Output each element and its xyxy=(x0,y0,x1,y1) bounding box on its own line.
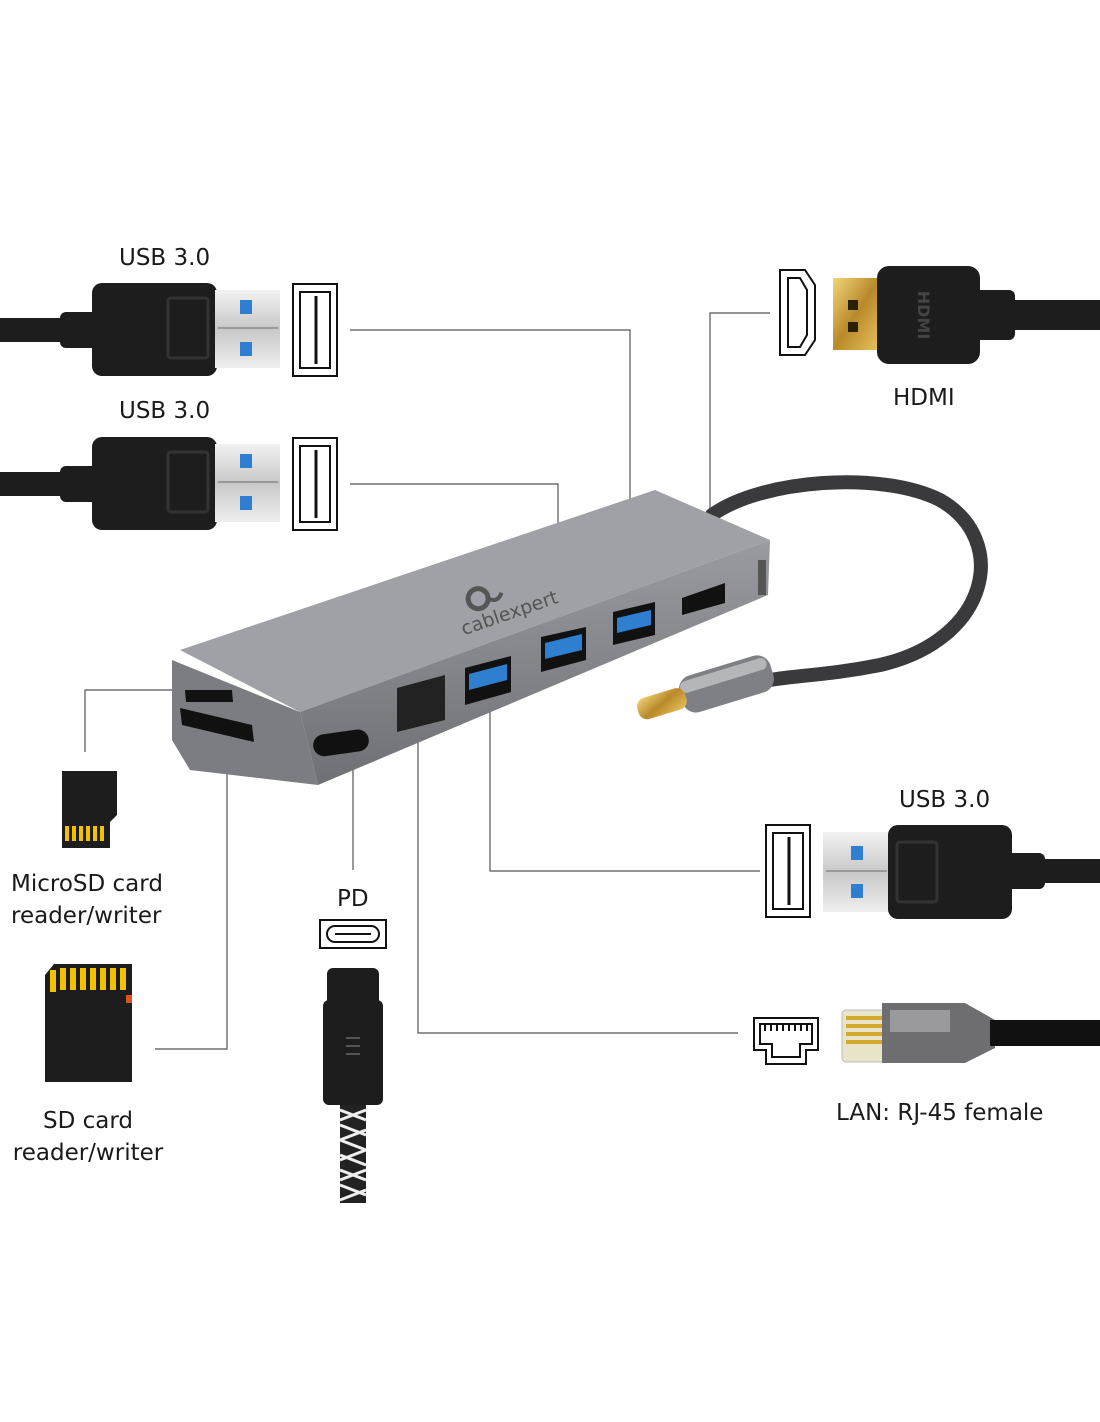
usb-c-port-on-hub xyxy=(313,729,369,757)
leader-hdmi xyxy=(709,312,770,590)
rj45-port-on-hub xyxy=(397,675,445,732)
usb-port-icon xyxy=(292,437,338,531)
leader-sd xyxy=(155,720,228,1050)
sd-card-icon xyxy=(45,964,132,1082)
label-hdmi: HDMI xyxy=(893,385,955,411)
leader-usb-right xyxy=(489,690,760,872)
usb-plug-icon xyxy=(0,437,280,530)
leader-microsd xyxy=(84,689,182,752)
usb-port-icon xyxy=(292,283,338,377)
label-microsd-line2: reader/writer xyxy=(11,903,162,929)
usb-c-port-icon xyxy=(319,919,387,949)
label-usb-top-left: USB 3.0 xyxy=(119,245,211,271)
microsd-card-icon xyxy=(62,771,117,848)
label-pd: PD xyxy=(337,886,369,912)
label-sd-line1: SD card xyxy=(42,1108,133,1134)
rj45-port-icon xyxy=(753,1017,819,1065)
label-sd: SD card reader/writer xyxy=(12,1105,164,1169)
label-sd-line2: reader/writer xyxy=(12,1140,164,1166)
usb-plug-icon xyxy=(823,825,1100,919)
hdmi-plug-text: HDMI xyxy=(914,291,933,340)
rj45-plug-icon xyxy=(841,1003,1100,1063)
usb-c-cable xyxy=(705,475,988,687)
hdmi-port-icon xyxy=(779,269,816,356)
usb-plug-icon xyxy=(0,283,280,376)
label-usb-mid-left: USB 3.0 xyxy=(119,398,211,424)
usb-c-plug-icon xyxy=(637,655,774,720)
label-lan: LAN: RJ-45 female xyxy=(836,1100,1044,1126)
usb-c-cable-icon xyxy=(323,968,383,1203)
label-microsd-line1: MicroSD card xyxy=(11,871,163,897)
hub-device: cablexpert xyxy=(172,490,770,785)
usb-port-icon xyxy=(765,824,811,918)
hdmi-plug-icon: HDMI xyxy=(833,266,1100,364)
label-usb-right: USB 3.0 xyxy=(899,787,991,813)
hdmi-port-on-hub xyxy=(682,583,725,615)
leader-lan xyxy=(417,705,738,1034)
label-microsd: MicroSD card reader/writer xyxy=(11,868,163,932)
